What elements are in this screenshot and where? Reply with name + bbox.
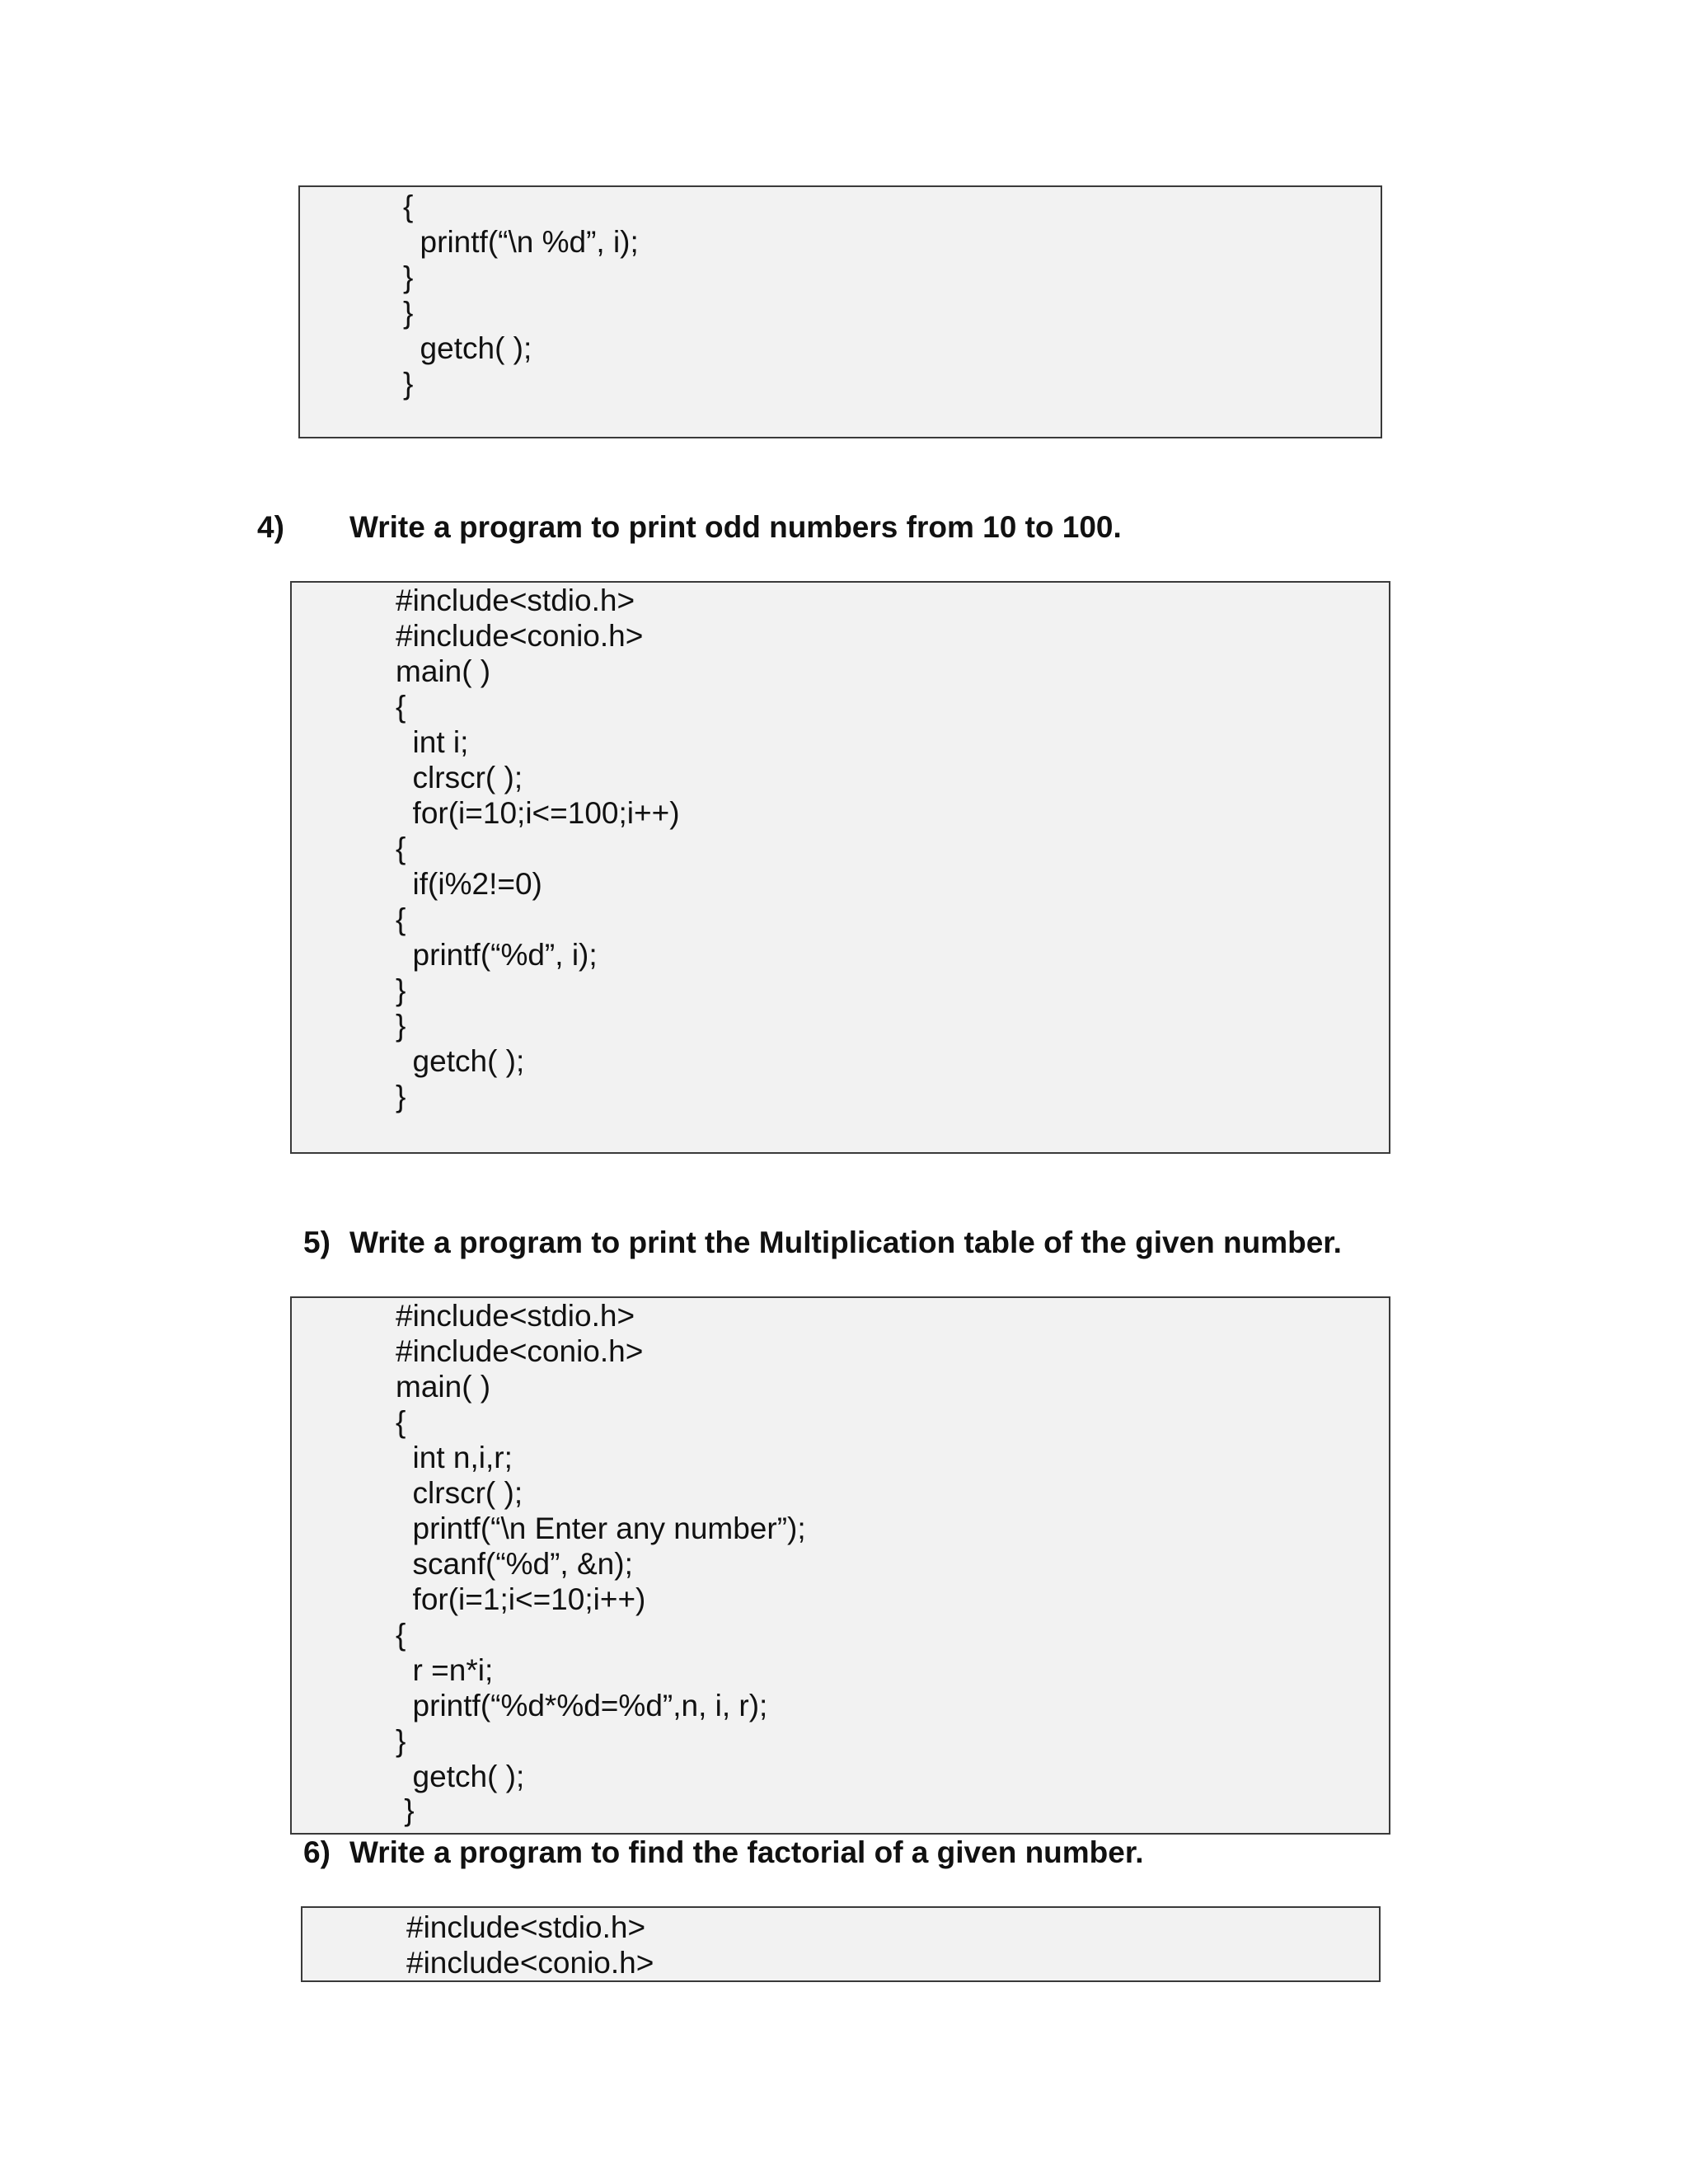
- code-line: printf(“\n %d”, i);: [403, 225, 639, 259]
- code-line: }: [403, 260, 414, 294]
- code-line: r =n*i;: [396, 1653, 494, 1687]
- code-line: #include<stdio.h>: [396, 1299, 635, 1333]
- code-line: #include<conio.h>: [406, 1946, 654, 1980]
- code-line: }: [396, 1080, 406, 1113]
- code-line: {: [396, 1405, 406, 1439]
- code-line: getch( );: [403, 331, 532, 365]
- code-line: }: [403, 296, 414, 330]
- code-block-continued: { printf(“\n %d”, i); } } getch( ); }: [298, 185, 1382, 438]
- code-line: printf(“%d”, i);: [396, 938, 598, 972]
- code-line: }: [396, 973, 406, 1007]
- code-block-question-4: #include<stdio.h> #include<conio.h> main…: [290, 581, 1390, 1154]
- code-line: }: [396, 1724, 406, 1758]
- code-line: {: [396, 902, 406, 936]
- code-line: }: [403, 367, 414, 401]
- code-line: getch( );: [396, 1760, 525, 1793]
- code-line: printf(“\n Enter any number”);: [396, 1511, 806, 1545]
- code-line: int n,i,r;: [396, 1441, 513, 1474]
- question-5-heading: 5) Write a program to print the Multipli…: [303, 1225, 1457, 1261]
- question-title: Write a program to print odd numbers fro…: [349, 510, 1122, 544]
- code-line: if(i%2!=0): [396, 867, 542, 901]
- code-line: printf(“%d*%d=%d”,n, i, r);: [396, 1689, 768, 1722]
- code-line: {: [396, 832, 406, 865]
- code-line: clrscr( );: [396, 761, 523, 794]
- code-line: }: [396, 1793, 415, 1827]
- code-line: #include<conio.h>: [396, 619, 644, 653]
- question-title: Write a program to print the Multiplicat…: [349, 1226, 1342, 1259]
- code-line: }: [396, 1009, 406, 1043]
- code-line: {: [396, 690, 406, 724]
- code-line: clrscr( );: [396, 1476, 523, 1510]
- code-line: getch( );: [396, 1044, 525, 1078]
- question-4-heading: 4) Write a program to print odd numbers …: [257, 509, 1246, 546]
- code-line: for(i=1;i<=10;i++): [396, 1582, 646, 1616]
- question-number: 4): [257, 510, 284, 544]
- code-line: int i;: [396, 725, 469, 759]
- question-6-heading: 6) Write a program to find the factorial…: [303, 1835, 1375, 1871]
- code-line: for(i=10;i<=100;i++): [396, 796, 680, 830]
- code-block-question-6: #include<stdio.h> #include<conio.h>: [301, 1906, 1381, 1982]
- question-number: 5): [303, 1226, 331, 1259]
- code-line: main( ): [396, 654, 491, 688]
- code-line: #include<conio.h>: [396, 1334, 644, 1368]
- code-line: scanf(“%d”, &n);: [396, 1547, 633, 1581]
- code-line: {: [403, 190, 414, 223]
- question-title: Write a program to find the factorial of…: [349, 1835, 1144, 1869]
- code-block-question-5: #include<stdio.h> #include<conio.h> main…: [290, 1296, 1390, 1835]
- question-number: 6): [303, 1835, 331, 1869]
- code-line: main( ): [396, 1370, 491, 1404]
- code-line: #include<stdio.h>: [396, 583, 635, 617]
- code-line: {: [396, 1618, 406, 1652]
- code-line: #include<stdio.h>: [406, 1910, 646, 1944]
